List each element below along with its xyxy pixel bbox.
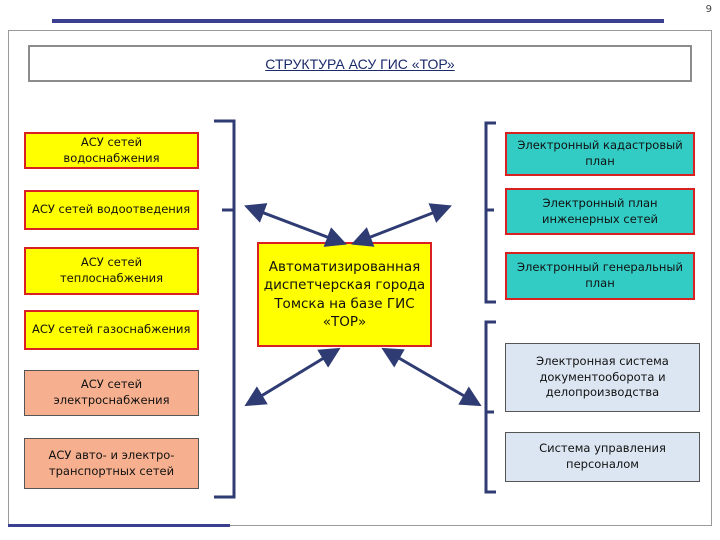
diagram-frame [8, 30, 712, 526]
left-box-gas-supply: АСУ сетей газоснабжения [24, 310, 199, 350]
right-box-general-plan: Электронный генеральный план [505, 252, 695, 300]
arrow-upper-left [244, 203, 347, 247]
arrow-lower-left [244, 347, 341, 407]
left-box-transport-networks: АСУ авто- и электро-транспортных сетей [24, 438, 199, 489]
left-box-heat-supply: АСУ сетей теплоснабжения [24, 247, 199, 295]
diagram-title: СТРУКТУРА АСУ ГИС «ТОР» [28, 45, 692, 82]
left-box-water-disposal: АСУ сетей водоотведения [24, 190, 199, 230]
left-bracket [214, 119, 236, 499]
arrow-upper-right [351, 203, 452, 247]
right-box-document-system: Электронная система документооборота и д… [505, 343, 700, 412]
right-box-engineering-plan: Электронный план инженерных сетей [505, 188, 695, 235]
right-box-cadastral-plan: Электронный кадастровый план [505, 132, 695, 176]
left-box-power-supply: АСУ сетей электроснабжения [24, 370, 199, 416]
top-divider-bar [52, 19, 664, 23]
right-bracket-lower [484, 320, 496, 494]
left-box-water-supply: АСУ сетей водоснабжения [24, 132, 199, 169]
arrow-lower-right [381, 347, 482, 407]
right-box-hr-system: Система управления персоналом [505, 432, 700, 482]
right-bracket-upper [484, 121, 496, 304]
center-dispatch-box: Автоматизированная диспетчерская города … [257, 242, 432, 347]
page-number: 9 [705, 4, 712, 15]
bottom-divider-bar [8, 524, 230, 527]
